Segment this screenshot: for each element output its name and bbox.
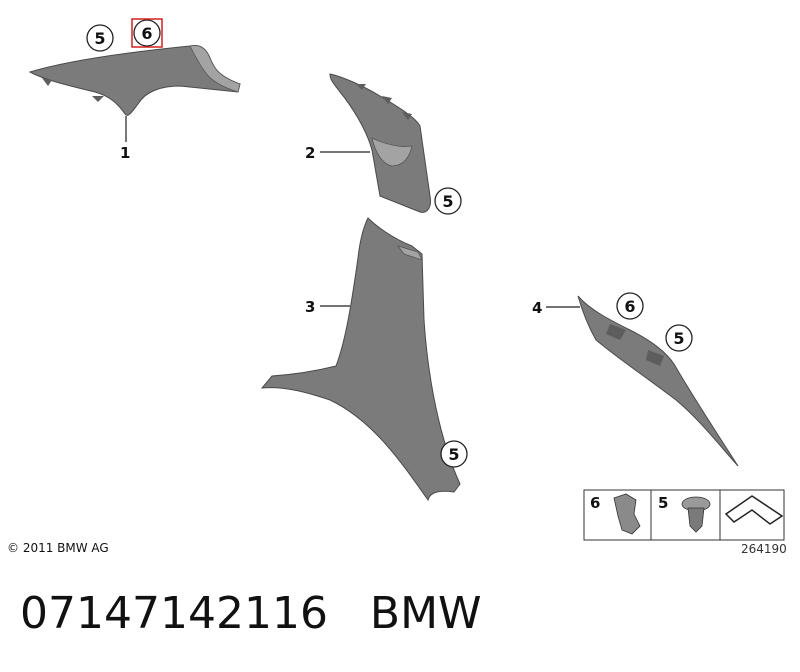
part-2-trim[interactable] [329,73,431,213]
svg-text:5: 5 [448,445,459,464]
part-number-caption: 07147142116 [20,588,328,639]
callout-5-top[interactable]: 5 [86,24,114,52]
callout-6-top-highlighted[interactable]: 6 [131,18,163,48]
part-3-trim[interactable] [260,217,461,502]
part-number-4: 4 [532,299,542,317]
legend-item-rivet[interactable]: 5 [658,494,711,533]
callout-5-part2[interactable]: 5 [434,187,462,215]
rivet-body-icon [687,507,705,533]
legend-item-symbol [724,495,784,525]
svg-text:5: 5 [442,192,453,211]
svg-text:5: 5 [94,29,105,48]
legend-box: 6 5 [583,489,785,541]
copyright-text: © 2011 BMW AG [7,541,109,555]
callout-6-part4[interactable]: 6 [616,292,644,320]
svg-text:5: 5 [658,494,668,512]
part-number-3: 3 [305,298,315,316]
clip-icon [613,493,641,535]
part-4-trim[interactable] [577,295,739,467]
callout-5-part4[interactable]: 5 [665,324,693,352]
diagram-reference-number: 264190 [741,542,787,556]
part-number-1: 1 [120,144,130,162]
svg-text:6: 6 [590,494,600,512]
part-1-trim[interactable] [28,45,241,116]
highlight-box [131,18,163,48]
svg-text:6: 6 [624,297,635,316]
reference-arrow-icon [724,495,784,525]
parts-diagram: 1 5 6 2 5 3 5 4 6 [28,18,785,541]
svg-text:6: 6 [141,24,152,43]
part-number-2: 2 [305,144,315,162]
legend-item-clip[interactable]: 6 [590,493,641,535]
svg-text:5: 5 [673,329,684,348]
callout-5-part3[interactable]: 5 [440,440,468,468]
caption: 07147142116 BMW [20,588,482,639]
brand-caption: BMW [369,588,482,639]
